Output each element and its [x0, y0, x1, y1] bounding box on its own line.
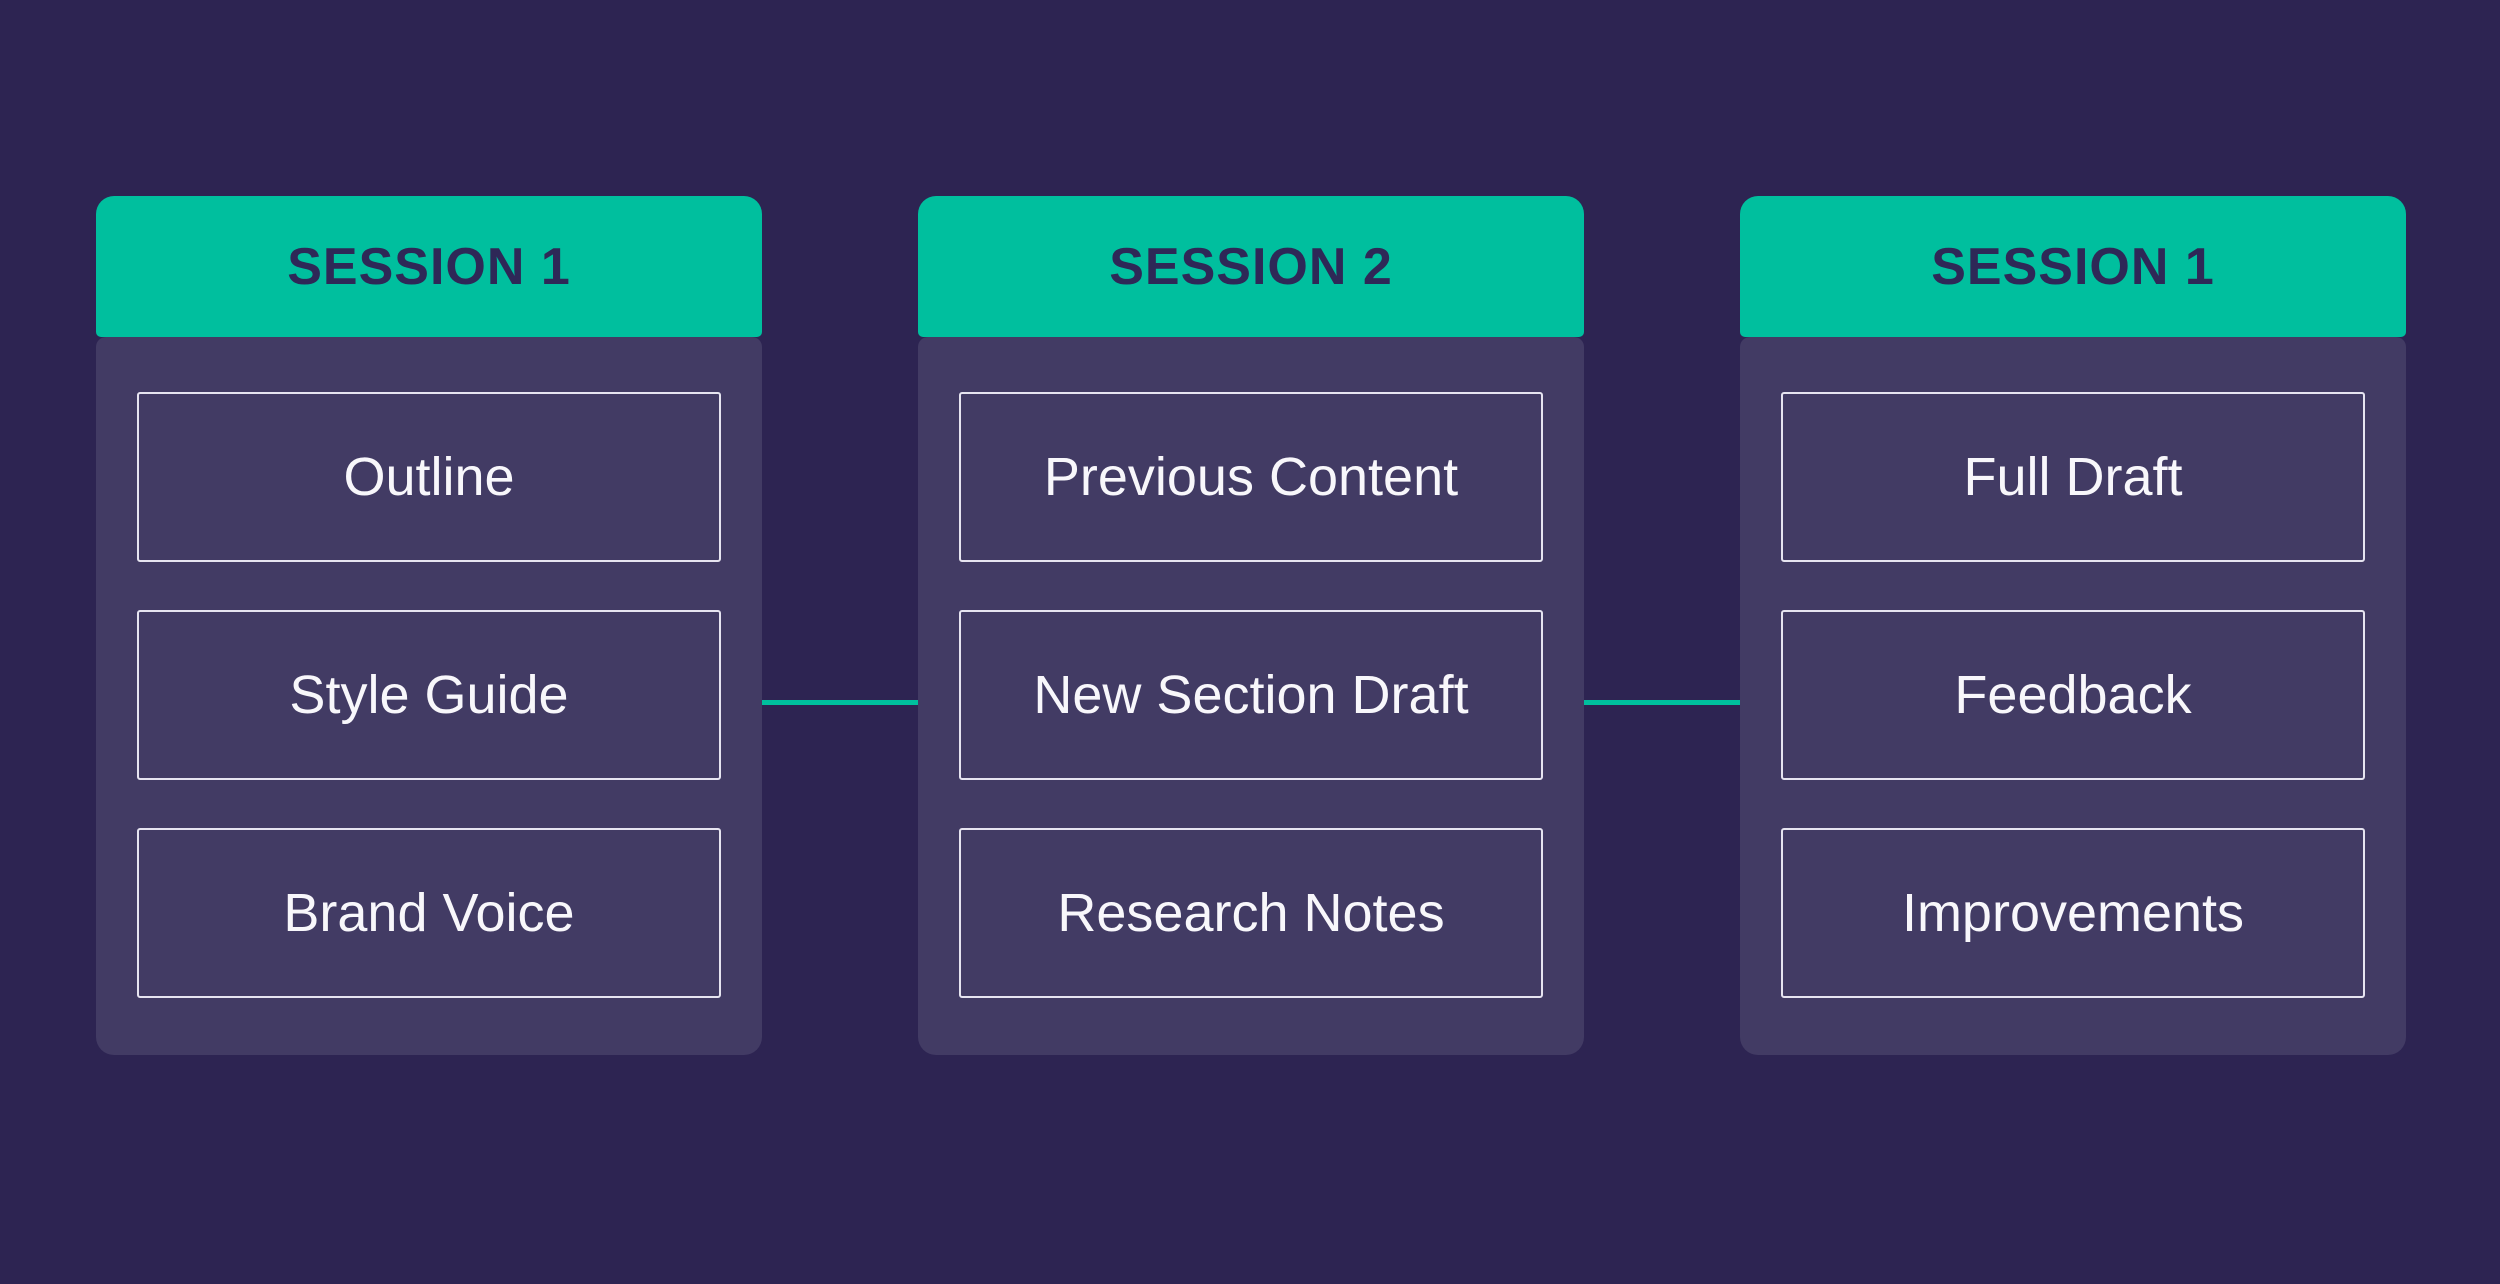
card-item-label: New Section Draft [1033, 665, 1469, 725]
card-item-label: Previous Content [1043, 447, 1459, 507]
session-card-1: SESSION 1 Outline Style Guide Brand Voic… [96, 196, 762, 1055]
session-card-3: SESSION 1 Full Draft Feedback Improvemen… [1740, 196, 2406, 1055]
card-item-label: Improvements [1901, 883, 2245, 943]
session-card-2: SESSION 2 Previous Content New Section D… [918, 196, 1584, 1055]
card-item: Outline [137, 392, 721, 562]
card-item-label: Research Notes [1057, 883, 1445, 943]
session-card-1-body: Outline Style Guide Brand Voice [96, 337, 762, 1055]
card-item-label: Feedback [1954, 665, 2192, 725]
card-item-label: Style Guide [289, 665, 569, 725]
card-item: Feedback [1781, 610, 2365, 780]
card-item: New Section Draft [959, 610, 1543, 780]
session-card-1-title: SESSION 1 [287, 237, 571, 296]
card-item: Research Notes [959, 828, 1543, 998]
card-item-label: Brand Voice [283, 883, 575, 943]
card-item: Style Guide [137, 610, 721, 780]
connector-line-2 [1584, 700, 1740, 705]
card-item: Full Draft [1781, 392, 2365, 562]
card-item: Previous Content [959, 392, 1543, 562]
connector-line-1 [762, 700, 918, 705]
card-item-label: Full Draft [1963, 447, 2183, 507]
card-item: Brand Voice [137, 828, 721, 998]
session-card-3-body: Full Draft Feedback Improvements [1740, 337, 2406, 1055]
card-item: Improvements [1781, 828, 2365, 998]
session-card-3-header: SESSION 1 [1740, 196, 2406, 337]
session-card-2-header: SESSION 2 [918, 196, 1584, 337]
session-card-2-title: SESSION 2 [1109, 237, 1393, 296]
session-card-1-header: SESSION 1 [96, 196, 762, 337]
card-item-label: Outline [343, 447, 515, 507]
session-card-2-body: Previous Content New Section Draft Resea… [918, 337, 1584, 1055]
session-card-3-title: SESSION 1 [1931, 237, 2215, 296]
